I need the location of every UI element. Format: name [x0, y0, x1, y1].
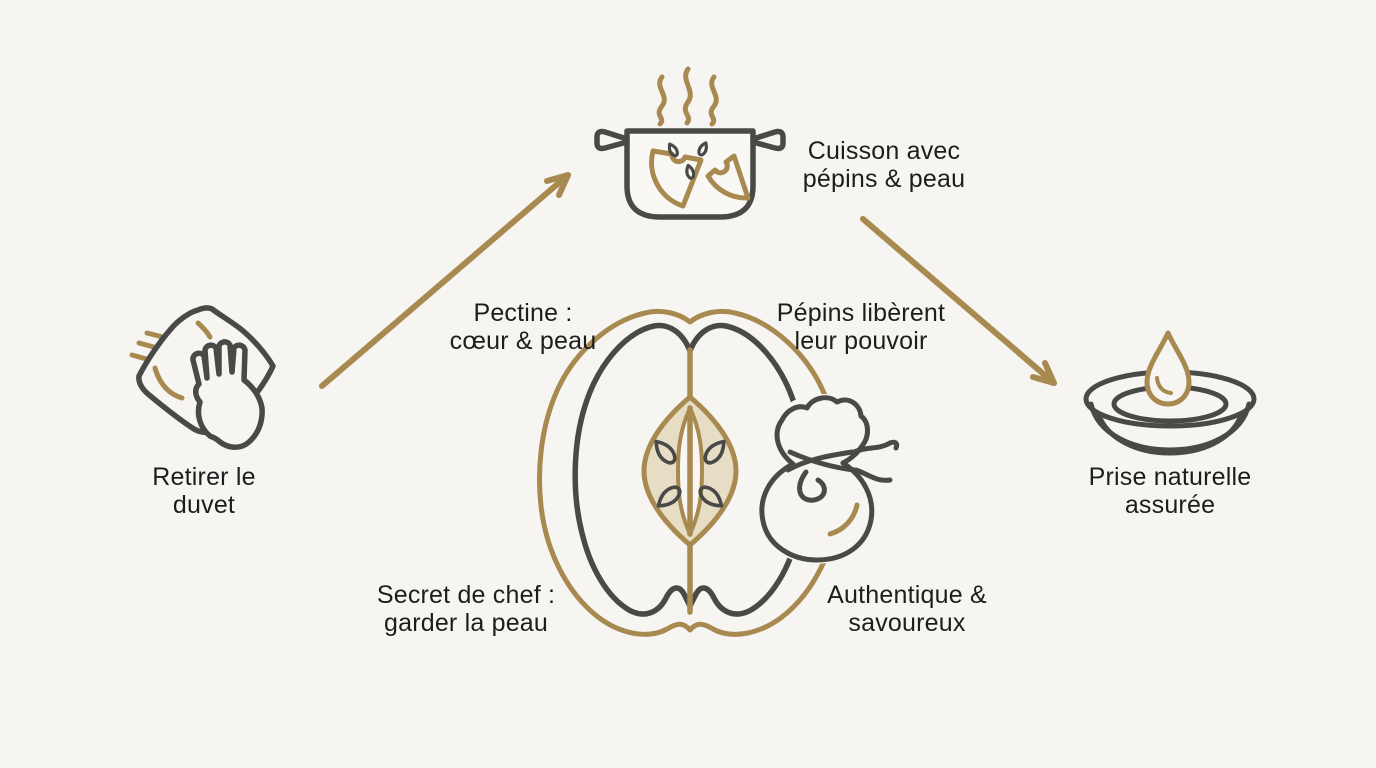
label-cuisson-line2: pépins & peau	[802, 165, 966, 193]
quince-wedge-icon	[649, 148, 751, 209]
label-prise-line1: Prise naturelle	[1088, 463, 1252, 491]
label-pectine: Pectine : cœur & peau	[450, 299, 597, 355]
quince-cross-section-illustration	[537, 308, 843, 637]
label-pectine-line1: Pectine :	[473, 299, 573, 327]
label-pepins-line1: Pépins libèrent	[776, 299, 946, 327]
droplet-icon	[1144, 330, 1192, 407]
cooking-pot-icon	[594, 128, 786, 220]
label-authentique-line2: savoureux	[848, 609, 966, 637]
label-authentique: Authentique & savoureux	[827, 581, 987, 637]
label-pectine-line2: cœur & peau	[449, 327, 597, 355]
label-secret-line2: garder la peau	[383, 609, 549, 637]
label-cuisson-line1: Cuisson avec	[807, 137, 961, 165]
steam-icon	[656, 66, 719, 127]
label-pepins: Pépins libèrent leur pouvoir	[777, 299, 945, 355]
label-retirer-line2: duvet	[172, 491, 236, 519]
label-prise-line2: assurée	[1124, 491, 1216, 519]
label-cuisson: Cuisson avec pépins & peau	[803, 137, 965, 193]
muslin-bag-icon	[754, 394, 900, 564]
label-retirer-line1: Retirer le	[152, 463, 256, 491]
label-retirer: Retirer le duvet	[152, 463, 255, 519]
label-pepins-line2: leur pouvoir	[794, 327, 928, 355]
label-prise: Prise naturelle assurée	[1089, 463, 1252, 519]
arrow-up-right-icon	[319, 172, 571, 389]
arrow-down-right-icon	[860, 216, 1057, 386]
label-secret-line1: Secret de chef :	[376, 581, 556, 609]
label-secret: Secret de chef : garder la peau	[377, 581, 555, 637]
hand-wipe-icon	[129, 305, 276, 450]
label-authentique-line1: Authentique &	[827, 581, 987, 609]
